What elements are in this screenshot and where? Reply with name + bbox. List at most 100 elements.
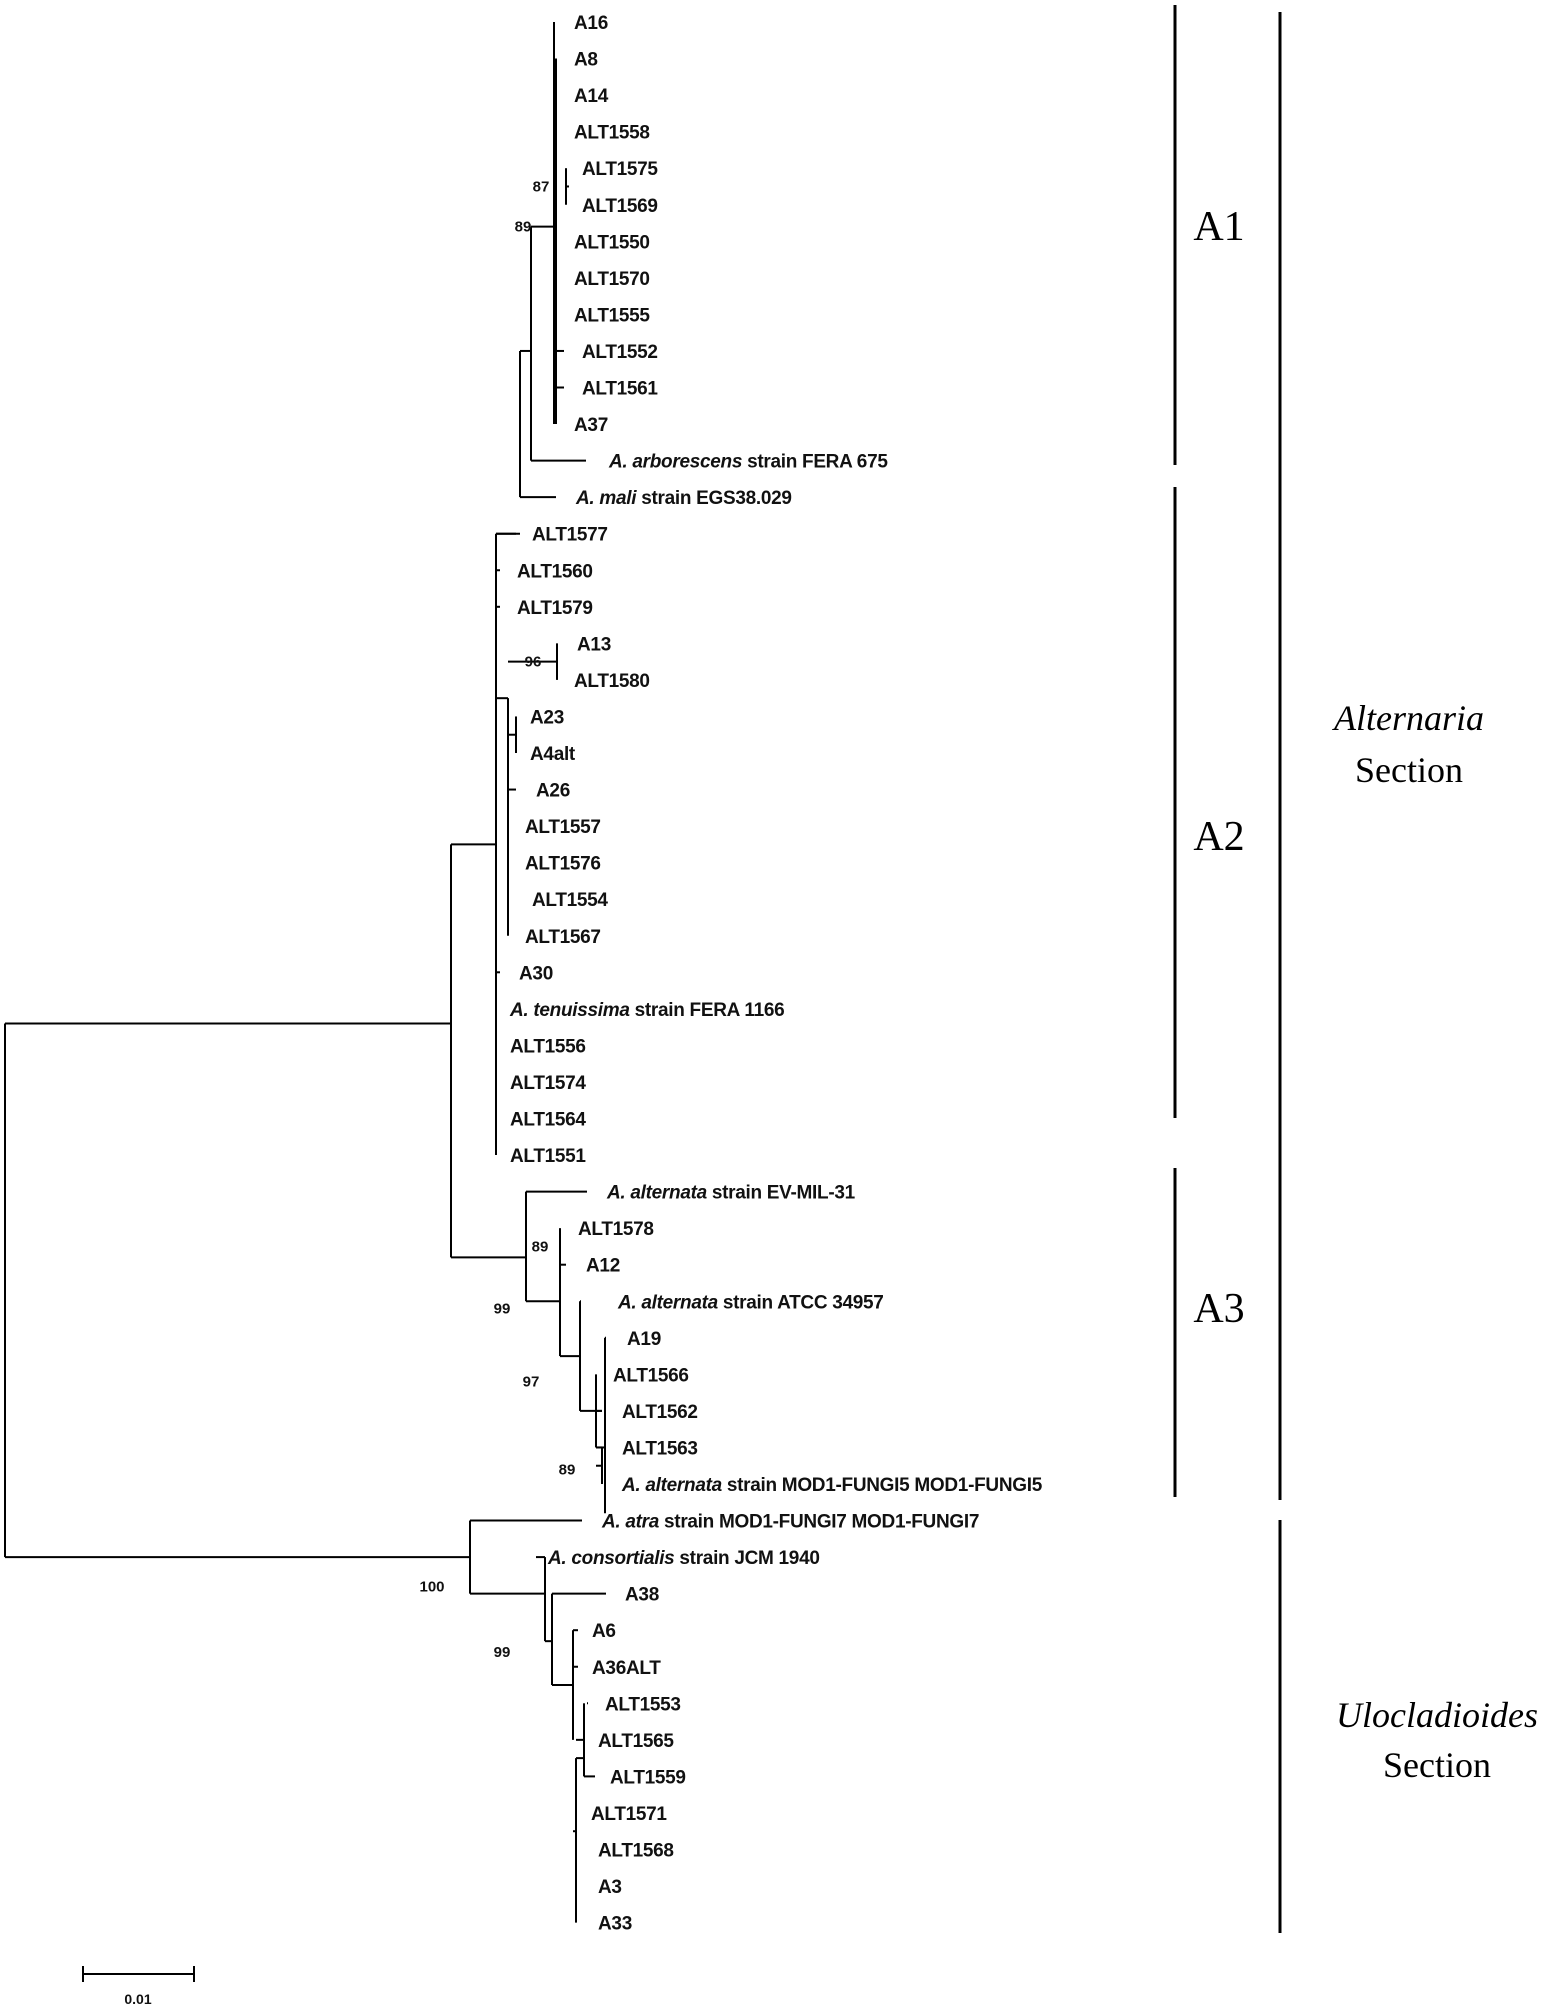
taxon-species: mali (599, 488, 637, 509)
taxon-strain: ALT1565 (598, 1731, 674, 1752)
taxon-label: A37 (574, 415, 608, 436)
taxon-species: alternata (641, 1292, 718, 1313)
taxon-strain: A23 (530, 707, 564, 728)
taxon-strain: ALT1551 (510, 1146, 586, 1167)
taxon-strain: ALT1576 (525, 854, 601, 875)
taxon-strain: strain EGS38.029 (636, 488, 791, 509)
taxon-strain: ALT1567 (525, 927, 601, 948)
taxon-strain: A19 (627, 1329, 661, 1350)
taxon-label: ALT1575 (582, 159, 658, 180)
taxon-label: ALT1577 (532, 525, 608, 546)
taxon-strain: A36ALT (592, 1658, 661, 1679)
taxon-strain: strain MOD1-FUNGI7 MOD1-FUNGI7 (659, 1512, 979, 1533)
taxon-strain: ALT1577 (532, 525, 608, 546)
taxon-label: A4alt (530, 744, 576, 765)
taxon-strain: ALT1553 (605, 1694, 681, 1715)
taxon-label: ALT1570 (574, 269, 650, 290)
taxon-strain: strain ATCC 34957 (718, 1292, 884, 1313)
taxon-strain: ALT1559 (610, 1767, 686, 1788)
taxon-strain: ALT1558 (574, 123, 650, 144)
taxon-strain: A8 (574, 50, 598, 71)
taxon-species: tenuissima (533, 1000, 630, 1021)
clade-label: A2 (1193, 814, 1244, 860)
taxon-label: ALT1564 (510, 1110, 586, 1131)
taxon-label: ALT1555 (574, 305, 650, 326)
taxon-strain: ALT1568 (598, 1841, 674, 1862)
taxon-strain: strain EV-MIL-31 (707, 1183, 856, 1204)
taxon-label: A12 (586, 1256, 620, 1277)
taxon-strain: ALT1570 (574, 269, 650, 290)
taxon-strain: strain MOD1-FUNGI5 MOD1-FUNGI5 (722, 1475, 1043, 1496)
taxon-strain: ALT1569 (582, 196, 658, 217)
taxon-label: A19 (627, 1329, 661, 1350)
taxon-strain: A37 (574, 415, 608, 436)
taxon-strain: A3 (598, 1877, 622, 1898)
taxon-strain: ALT1555 (574, 305, 650, 326)
taxon-label: ALT1576 (525, 854, 601, 875)
taxon-strain: ALT1562 (622, 1402, 698, 1423)
taxon-strain: A16 (574, 13, 608, 34)
taxon-label: ALT1578 (578, 1219, 654, 1240)
bootstrap-value: 100 (419, 1578, 444, 1595)
taxon-label: ALT1556 (510, 1036, 586, 1057)
taxon-genus: A. (617, 1292, 641, 1313)
taxon-label: ALT1571 (591, 1804, 667, 1825)
section-suffix: Section (1355, 750, 1463, 790)
taxon-label: ALT1565 (598, 1731, 674, 1752)
taxon-species: consortialis (571, 1548, 674, 1569)
taxon-label: ALT1580 (574, 671, 650, 692)
taxon-strain: ALT1574 (510, 1073, 586, 1094)
taxon-label: ALT1554 (532, 890, 608, 911)
bootstrap-value: 99 (494, 1644, 511, 1661)
bootstrap-value: 89 (515, 219, 532, 236)
bootstrap-value: 97 (523, 1374, 540, 1391)
section-name: Ulocladioides (1336, 1695, 1538, 1735)
bootstrap-value: 89 (559, 1461, 576, 1478)
taxon-label: ALT1558 (574, 123, 650, 144)
taxon-label: ALT1566 (613, 1365, 689, 1386)
taxon-label: A36ALT (592, 1658, 661, 1679)
taxon-strain: strain JCM 1940 (674, 1548, 819, 1569)
taxon-label: ALT1560 (517, 561, 593, 582)
taxon-strain: A14 (574, 86, 609, 107)
taxon-label: A3 (598, 1877, 622, 1898)
taxon-genus: A. (608, 452, 632, 473)
taxon-label: A8 (574, 50, 598, 71)
taxon-genus: A. (606, 1183, 630, 1204)
taxon-label: A6 (592, 1621, 616, 1642)
taxon-strain: ALT1560 (517, 561, 593, 582)
taxon-strain: ALT1557 (525, 817, 601, 838)
bootstrap-value: 99 (494, 1301, 511, 1318)
taxon-label: ALT1567 (525, 927, 601, 948)
taxon-strain: ALT1550 (574, 232, 650, 253)
taxon-label: ALT1579 (517, 598, 593, 619)
taxon-label: ALT1568 (598, 1841, 674, 1862)
taxon-label: ALT1561 (582, 379, 658, 400)
taxon-label: ALT1550 (574, 232, 650, 253)
bootstrap-value: 96 (525, 654, 542, 671)
taxon-label: A. atra strain MOD1-FUNGI7 MOD1-FUNGI7 (601, 1512, 979, 1533)
scale-bar-label: 0.01 (124, 1991, 151, 2007)
taxon-label: ALT1569 (582, 196, 658, 217)
taxon-strain: A33 (598, 1914, 632, 1935)
section-name: Alternaria (1332, 698, 1484, 738)
taxon-strain: ALT1575 (582, 159, 658, 180)
clade-label: A3 (1193, 1286, 1244, 1332)
taxon-label: A. mali strain EGS38.029 (575, 488, 792, 509)
taxon-label: A33 (598, 1914, 632, 1935)
taxon-strain: A4alt (530, 744, 576, 765)
taxon-label: ALT1559 (610, 1767, 686, 1788)
taxon-label: A26 (536, 781, 570, 802)
taxon-strain: A13 (577, 634, 611, 655)
taxon-strain: ALT1571 (591, 1804, 667, 1825)
taxon-label: A16 (574, 13, 608, 34)
taxon-label: A14 (574, 86, 609, 107)
section-suffix: Section (1383, 1745, 1491, 1785)
taxon-label: ALT1552 (582, 342, 658, 363)
taxon-strain: ALT1579 (517, 598, 593, 619)
taxon-label: ALT1551 (510, 1146, 586, 1167)
taxon-strain: A26 (536, 781, 570, 802)
taxon-species: arborescens (632, 452, 742, 473)
taxon-label: A30 (519, 963, 553, 984)
taxon-genus: A. (547, 1548, 571, 1569)
